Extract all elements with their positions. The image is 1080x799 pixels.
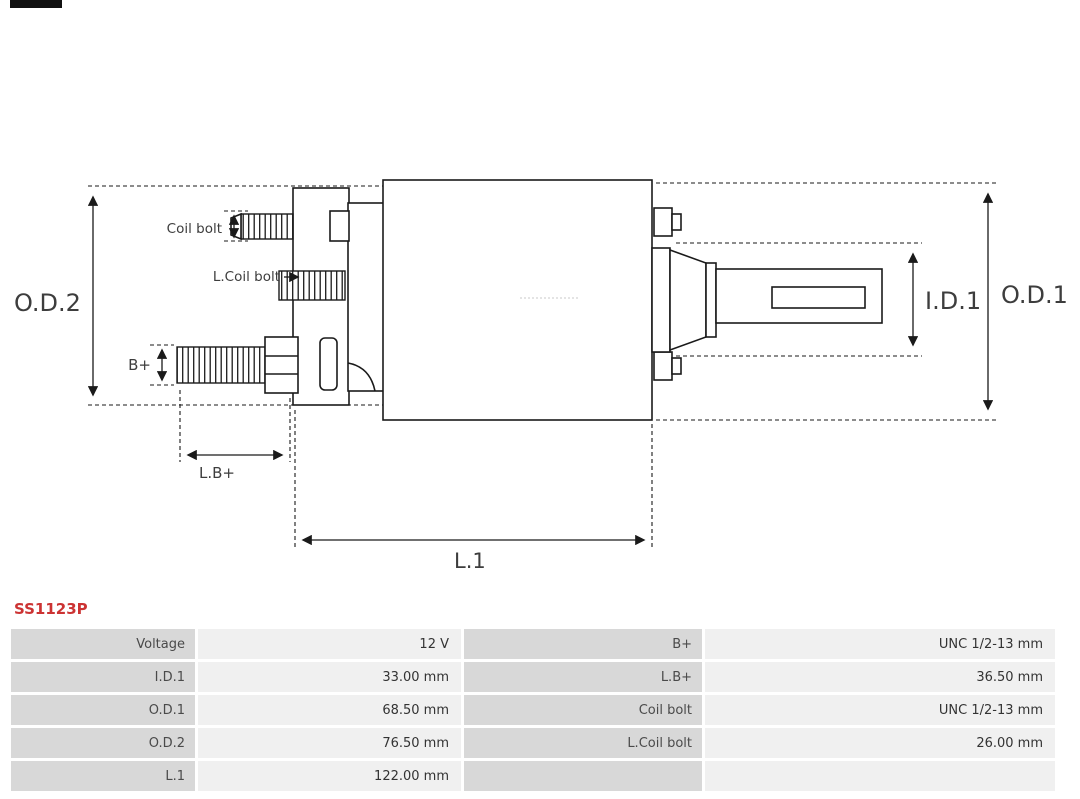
spec-label: L.Coil bolt: [464, 728, 702, 758]
spec-label: O.D.2: [11, 728, 195, 758]
table-row: L.1 122.00 mm: [11, 761, 1055, 791]
terminal-tab-top: [653, 207, 682, 237]
plunger-step: [705, 262, 717, 338]
spec-label: B+: [464, 629, 702, 659]
bplus-label: B+: [128, 356, 151, 374]
spec-value: 33.00 mm: [198, 662, 461, 692]
spec-value: UNC 1/2-13 mm: [705, 629, 1055, 659]
spec-value: 36.50 mm: [705, 662, 1055, 692]
spec-label: [464, 761, 702, 791]
terminal-tab-bottom-cap: [671, 357, 682, 375]
table-row: O.D.1 68.50 mm Coil bolt UNC 1/2-13 mm: [11, 695, 1055, 725]
od2-label: O.D.2: [14, 289, 81, 317]
plunger-cone: [669, 248, 707, 352]
l1-label: L.1: [454, 549, 486, 573]
coil-bolt-thread: [240, 213, 294, 240]
bracket-arc: [347, 362, 376, 392]
terminal-tab-bottom-body: [653, 351, 673, 381]
table-row: Voltage 12 V B+ UNC 1/2-13 mm: [11, 629, 1055, 659]
bplus-nut-facets: [265, 355, 298, 375]
bracket-notch: [329, 210, 350, 242]
solenoid-diagram: O.D.2 O.D.1 I.D.1 L.1 L.B+ B+ Coil bolt …: [14, 179, 1068, 573]
spec-label: O.D.1: [11, 695, 195, 725]
spec-label: I.D.1: [11, 662, 195, 692]
bplus-washer: [319, 337, 338, 391]
coilbolt-label: Coil bolt: [167, 221, 222, 237]
bplus-nut: [264, 336, 299, 394]
lcoilbolt-label: L.Coil bolt: [213, 269, 280, 285]
terminal-tab-top-body: [653, 207, 673, 237]
plunger-collar: [651, 247, 671, 353]
spec-table: Voltage 12 V B+ UNC 1/2-13 mm I.D.1 33.0…: [8, 626, 1058, 794]
table-row: I.D.1 33.00 mm L.B+ 36.50 mm: [11, 662, 1055, 692]
terminal-tab-bottom: [653, 351, 682, 381]
lb-label: L.B+: [199, 464, 235, 482]
spec-value: 122.00 mm: [198, 761, 461, 791]
part-number: SS1123P: [14, 600, 88, 618]
plunger-slot: [771, 286, 866, 309]
coil-bolt-tip: [230, 212, 242, 241]
bplus-thread: [176, 346, 266, 384]
terminal-tab-top-cap: [671, 213, 682, 231]
spec-label: L.B+: [464, 662, 702, 692]
spec-value: 12 V: [198, 629, 461, 659]
spec-label: Coil bolt: [464, 695, 702, 725]
spec-value: UNC 1/2-13 mm: [705, 695, 1055, 725]
bracket-plate: [347, 202, 385, 392]
solenoid-body: [382, 179, 653, 421]
od1-label: O.D.1: [1001, 281, 1068, 309]
table-row: O.D.2 76.50 mm L.Coil bolt 26.00 mm: [11, 728, 1055, 758]
spec-value: 76.50 mm: [198, 728, 461, 758]
spec-value: [705, 761, 1055, 791]
spec-value: 26.00 mm: [705, 728, 1055, 758]
coil-bushing-thread: [278, 270, 346, 301]
spec-value: 68.50 mm: [198, 695, 461, 725]
logo-mark: [10, 0, 62, 8]
spec-label: L.1: [11, 761, 195, 791]
id1-label: I.D.1: [925, 287, 981, 315]
technical-drawing: O.D.2 O.D.1 I.D.1 L.1 L.B+ B+ Coil bolt …: [14, 179, 1068, 573]
spec-label: Voltage: [11, 629, 195, 659]
